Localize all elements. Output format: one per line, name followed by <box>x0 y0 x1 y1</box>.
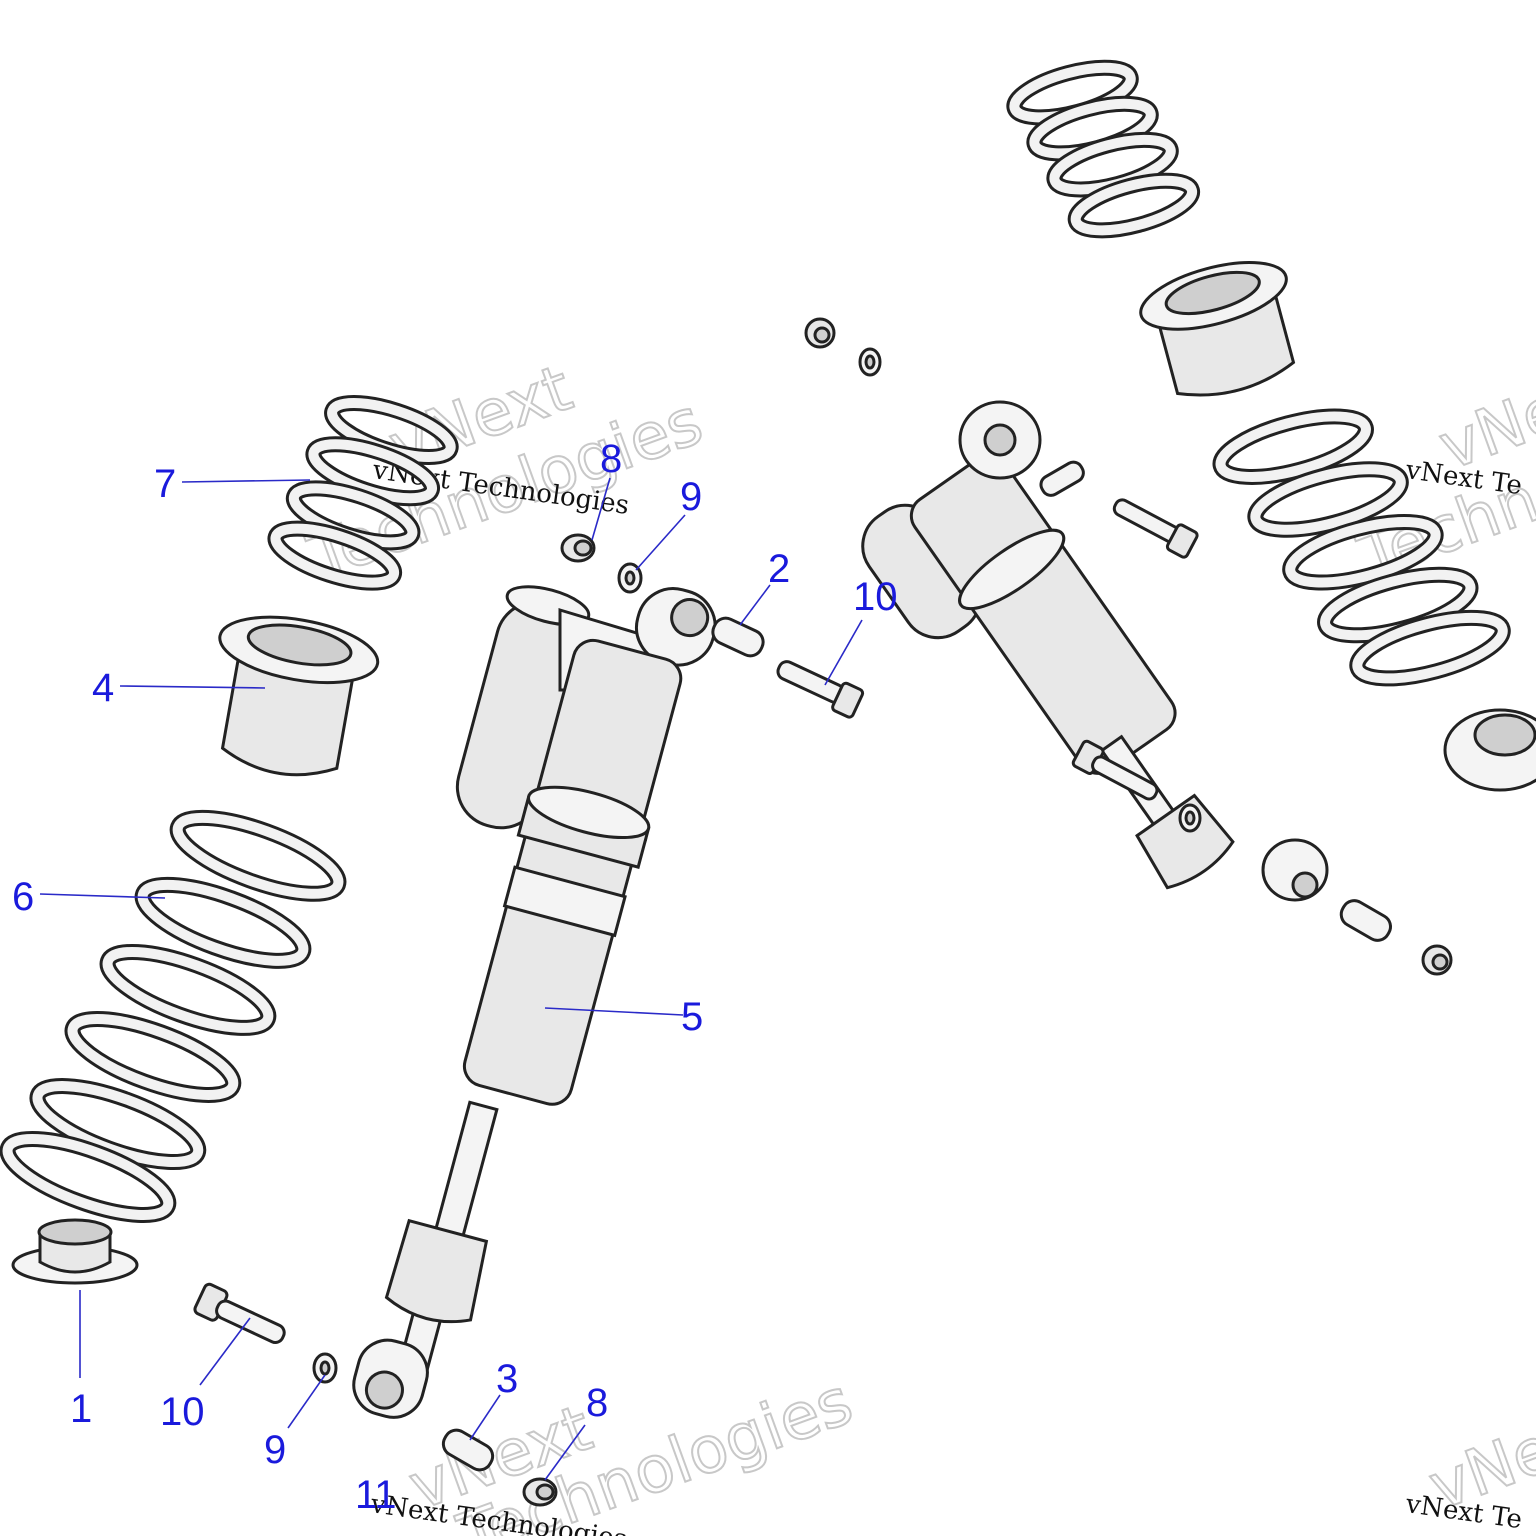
leader-10-upper <box>824 619 863 686</box>
nut-lower-part <box>522 1477 558 1507</box>
callout-3: 3 <box>496 1357 518 1401</box>
callout-6: 6 <box>12 875 34 919</box>
leader-6 <box>39 893 166 899</box>
coupler-sleeve-part <box>218 615 380 777</box>
large-spring-part <box>0 809 347 1223</box>
callout-7: 7 <box>154 462 176 506</box>
leader-4 <box>119 685 266 689</box>
washer-upper-part <box>617 562 643 594</box>
leader-9-lower <box>287 1374 326 1429</box>
sleeve-upper-part <box>711 616 765 658</box>
leader-3 <box>469 1394 501 1441</box>
leader-5 <box>544 1007 684 1016</box>
callout-10-upper: 10 <box>853 575 898 619</box>
callout-8-upper: 8 <box>600 437 622 481</box>
callout-4: 4 <box>92 666 114 710</box>
callout-8-lower: 8 <box>586 1381 608 1425</box>
callout-10-lower: 10 <box>160 1390 205 1434</box>
leader-8-lower <box>544 1424 586 1481</box>
callout-labels: 7 4 6 5 1 10 9 3 8 11 8 9 2 10 <box>12 437 898 1517</box>
shock-absorber-part <box>352 585 717 1419</box>
callout-2: 2 <box>768 547 790 591</box>
nut-upper-part <box>560 533 596 563</box>
callout-9-lower: 9 <box>264 1428 286 1472</box>
small-spring-part <box>267 394 459 591</box>
watermark-top-left: vNext Technologies vNext Technologies <box>298 351 713 597</box>
bolt-upper-part <box>776 660 865 719</box>
spring-retainer-part <box>11 1218 139 1285</box>
watermark-bottom: vNext Technologies vNext Technologies vN… <box>368 1364 1536 1536</box>
bolt-lower-part <box>193 1282 286 1344</box>
callout-11: 11 <box>355 1473 397 1517</box>
leader-7 <box>181 479 311 483</box>
leader-2 <box>739 584 771 626</box>
callout-9-upper: 9 <box>680 475 702 519</box>
sleeve-lower-part <box>441 1428 495 1472</box>
washer-lower-part <box>312 1352 338 1384</box>
leader-9-upper <box>635 514 686 571</box>
leader-8-upper <box>591 477 611 541</box>
callout-1: 1 <box>70 1387 92 1431</box>
secondary-view-assembly <box>804 59 1536 976</box>
callout-5: 5 <box>681 995 703 1039</box>
callout-leaders <box>39 477 863 1481</box>
leader-10-lower <box>199 1317 251 1386</box>
